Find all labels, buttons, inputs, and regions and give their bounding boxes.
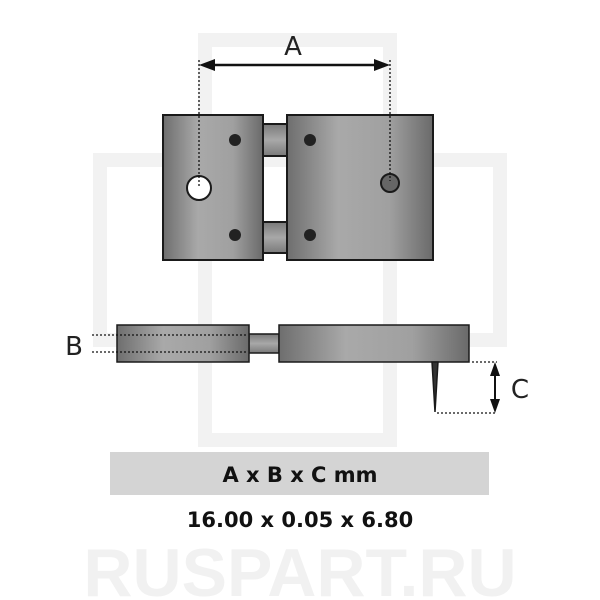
label-c: C	[511, 375, 529, 405]
dimension-b	[92, 334, 247, 353]
dimension-formula: A x B x C mm	[222, 463, 377, 487]
pin-spike	[431, 361, 439, 413]
watermark-text: RUSPART.RU	[83, 535, 516, 600]
caption-band	[110, 452, 489, 495]
screw-hole	[304, 134, 316, 146]
label-b: B	[65, 332, 83, 362]
side-left-plate	[116, 324, 250, 363]
top-view	[162, 114, 434, 261]
screw-hole	[229, 134, 241, 146]
side-knuckle	[248, 333, 280, 354]
dimension-a	[198, 59, 391, 186]
dimension-values: 16.00 x 0.05 x 6.80	[187, 508, 413, 532]
hinge-knuckle-bottom	[262, 221, 288, 254]
pin-hole	[186, 175, 212, 201]
side-right-plate	[278, 324, 470, 363]
side-view	[116, 324, 470, 413]
hinge-knuckle-top	[262, 123, 288, 157]
screw-hole	[304, 229, 316, 241]
left-plate	[162, 114, 264, 261]
dimension-c	[437, 361, 500, 414]
screw-hole	[229, 229, 241, 241]
label-a: A	[284, 32, 302, 62]
